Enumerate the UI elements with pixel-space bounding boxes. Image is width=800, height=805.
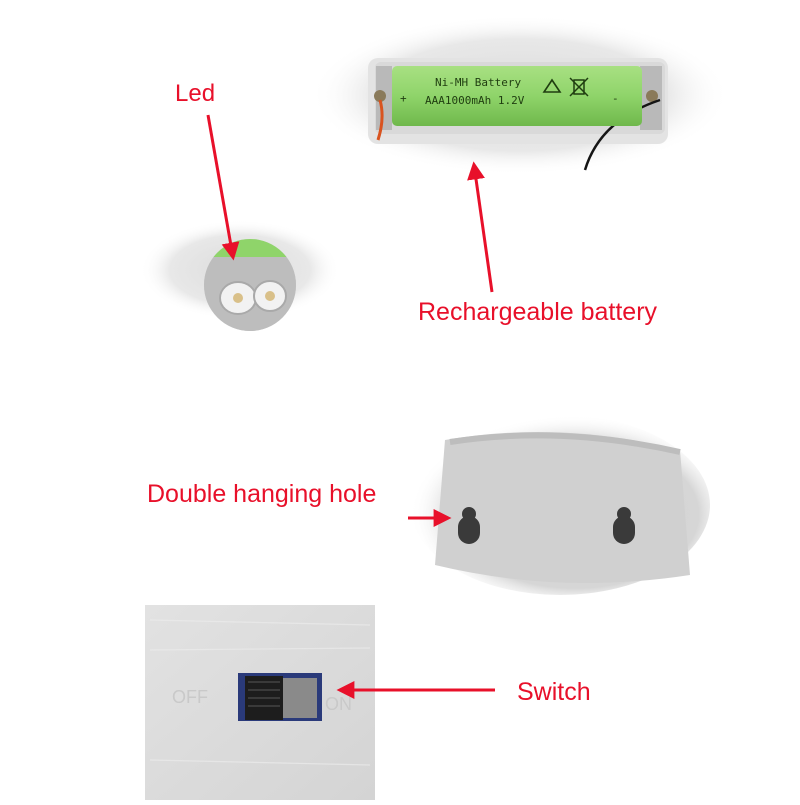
hanging-hole-label: Double hanging hole [147, 480, 377, 508]
battery-housing: Ni-MH Battery AAA1000mAh 1.2V + - [310, 15, 730, 175]
keyhole-icon [613, 507, 635, 544]
keyhole-icon [458, 507, 480, 544]
arrow-to-battery [467, 161, 494, 293]
arrow-to-led [206, 114, 240, 261]
recycle-icon [542, 78, 562, 93]
battery-line2: AAA1000mAh 1.2V [425, 94, 525, 107]
battery-minus: - [612, 92, 619, 105]
battery-label: Rechargeable battery [418, 298, 658, 326]
battery-line1: Ni-MH Battery [435, 76, 521, 89]
led-label: Led [175, 80, 216, 107]
switch-off-text: OFF [172, 687, 208, 707]
battery-cell [392, 66, 642, 126]
led-photo [140, 220, 340, 331]
hanging-hole-photo [410, 415, 710, 595]
switch-label: Switch [517, 678, 591, 706]
switch-photo: OFF ON [145, 605, 375, 800]
switch-on-text: ON [325, 694, 352, 714]
battery-plus: + [400, 92, 407, 105]
bin-icon [569, 77, 589, 97]
